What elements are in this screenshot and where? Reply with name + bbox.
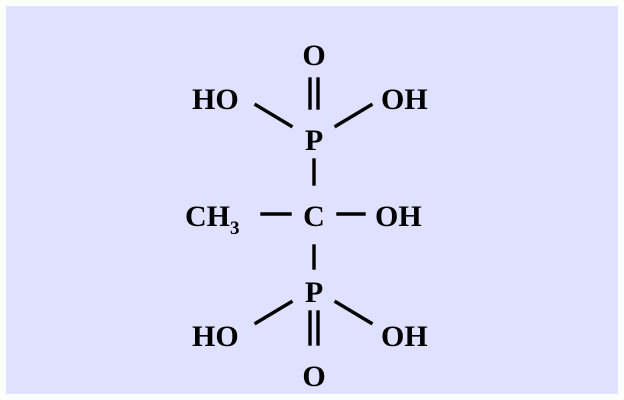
diagram-panel: O HO OH P CH3 C OH P HO OH O [6,6,618,394]
bond-ho-p-top [253,102,294,129]
atom-o-bottom: O [302,360,325,393]
atom-p-top: P [305,124,323,157]
atom-oh-bottom-right: OH [381,320,428,353]
atom-ho-top-left: HO [192,83,239,116]
atom-p-bottom: P [305,276,323,309]
etidronic-acid-structure: O HO OH P CH3 C OH P HO OH O [185,39,428,393]
atom-o-top: O [302,39,325,72]
atom-labels: O HO OH P CH3 C OH P HO OH O [185,39,428,393]
atom-oh-top-right: OH [381,83,428,116]
bond-ho-p-bottom [253,299,294,326]
atom-ho-bottom-left: HO [192,320,239,353]
bonds [253,77,374,346]
bond-p-top-oh [333,102,374,129]
atom-ch3: CH3 [185,200,240,239]
bond-p-bottom-oh [333,299,374,326]
atom-c-center: C [303,200,325,233]
atom-oh-center: OH [375,200,422,233]
atom-ch3-subscript: 3 [230,218,240,239]
